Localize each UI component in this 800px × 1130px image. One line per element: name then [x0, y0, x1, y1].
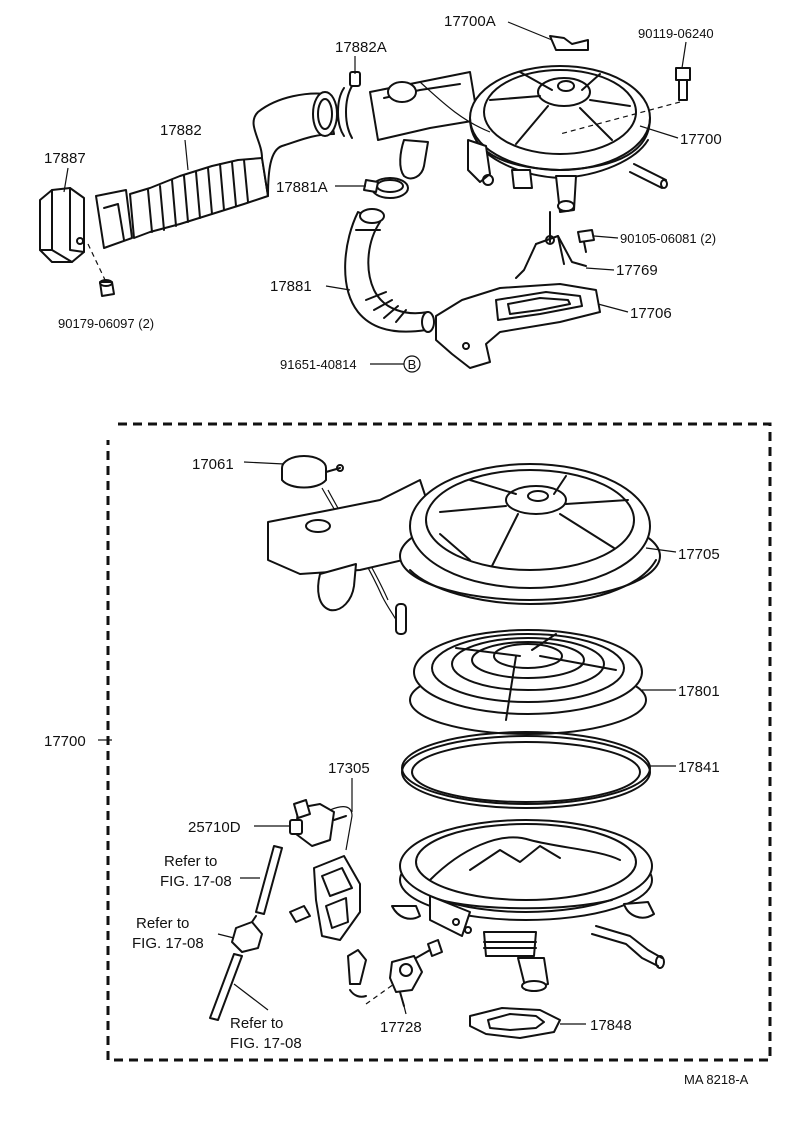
part-17700-air-cleaner-case	[391, 819, 665, 992]
label-90119-06240: 90119-06240	[638, 26, 714, 41]
exploded-leader-lines	[98, 461, 677, 1025]
part-90105-bolt	[577, 229, 595, 253]
leader-dash-90119	[559, 101, 681, 135]
label-ref2-line2: FIG. 17-08	[132, 935, 204, 952]
label-17700-top: 17700	[680, 131, 722, 148]
label-25710D: 25710D	[188, 819, 241, 836]
vacuum-hose-lower	[209, 953, 243, 1021]
label-ref2-line1: Refer to	[136, 915, 189, 932]
label-91651-40814: 91651-40814	[280, 357, 357, 372]
label-17769: 17769	[616, 262, 658, 279]
part-17882-intake-hose	[95, 91, 338, 249]
part-17700A-wing-nut	[549, 35, 589, 51]
label-17705: 17705	[678, 546, 720, 563]
part-17881-hose	[344, 208, 435, 333]
label-17881: 17881	[270, 278, 312, 295]
figure-code: MA 8218-A	[684, 1072, 749, 1087]
vacuum-hose-upper	[255, 845, 283, 915]
part-90179-nut	[99, 279, 115, 297]
part-25710D-valve	[293, 799, 311, 819]
label-17887: 17887	[44, 150, 86, 167]
label-17882: 17882	[160, 122, 202, 139]
part-17882A-clamp	[337, 71, 361, 139]
label-17801: 17801	[678, 683, 720, 700]
label-17700A: 17700A	[444, 13, 496, 30]
part-17887-resonator	[39, 187, 85, 263]
part-17700-air-cleaner-assembly	[369, 65, 668, 213]
part-17848-gasket	[469, 1007, 561, 1039]
part-90119-bolt	[675, 67, 691, 101]
marker-b: B	[403, 355, 421, 373]
label-17061: 17061	[192, 456, 234, 473]
label-ref3-line1: Refer to	[230, 1015, 283, 1032]
part-17305-switch	[289, 803, 361, 941]
part-17769-bracket	[515, 211, 587, 279]
label-ref3-line2: FIG. 17-08	[230, 1035, 302, 1052]
part-17061-vacuum-motor	[281, 455, 407, 635]
label-ref1-line1: Refer to	[164, 853, 217, 870]
marker-b-label: B	[408, 357, 417, 372]
label-17882A: 17882A	[335, 39, 387, 56]
label-17728: 17728	[380, 1019, 422, 1036]
part-17881A-clamp	[363, 177, 409, 199]
top-leader-lines	[63, 21, 687, 365]
label-17706: 17706	[630, 305, 672, 322]
vacuum-hose-middle-filter	[231, 915, 263, 953]
part-17841-gasket	[401, 731, 651, 809]
label-17700-side: 17700	[44, 733, 86, 750]
part-17705-cover	[267, 463, 661, 612]
leader-dash-17728	[365, 983, 395, 1005]
part-17801-filter-element	[409, 629, 647, 735]
label-ref1-line2: FIG. 17-08	[160, 873, 232, 890]
part-17728-valve	[347, 939, 443, 1007]
label-17305: 17305	[328, 760, 370, 777]
part-17706-duct	[435, 283, 601, 369]
leader-dash-90179	[87, 243, 107, 283]
label-90179-06097: 90179-06097 (2)	[58, 316, 154, 331]
label-17841: 17841	[678, 759, 720, 776]
label-90105-06081: 90105-06081 (2)	[620, 231, 716, 246]
label-17848: 17848	[590, 1017, 632, 1034]
label-17881A: 17881A	[276, 179, 328, 196]
